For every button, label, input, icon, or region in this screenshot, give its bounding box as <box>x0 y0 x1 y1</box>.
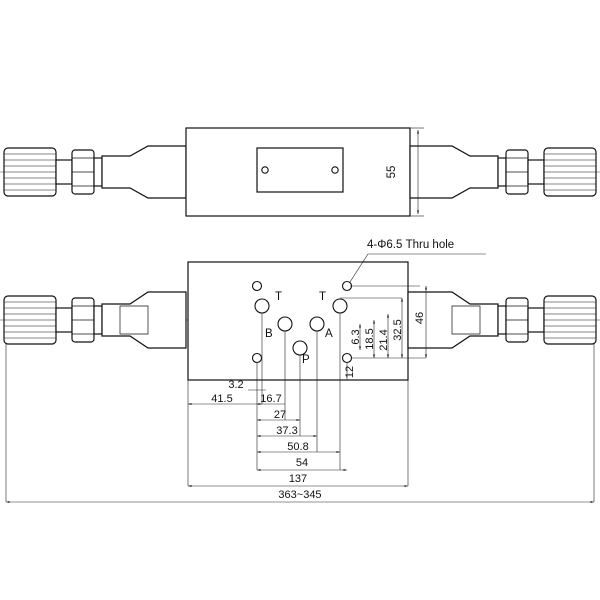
dim-41-5: 41.5 <box>211 393 232 405</box>
height-label: 55 <box>386 166 398 179</box>
port-t-left <box>254 298 270 314</box>
dim-32-5: 32.5 <box>392 319 404 340</box>
mounting-hole-bottom-left <box>251 352 263 364</box>
lower-right-slot <box>451 305 481 335</box>
dim-50-8: 50.8 <box>287 441 308 453</box>
port-label-t-left: T <box>275 291 282 303</box>
upper-left-taper <box>101 145 187 199</box>
nameplate-screw-left <box>261 166 269 174</box>
lower-right-knob <box>497 295 597 345</box>
lower-central-body <box>187 261 409 381</box>
thru-hole-callout: 4-Φ6.5 Thru hole <box>349 239 486 283</box>
mounting-hole-top-left <box>251 280 263 292</box>
port-a <box>309 316 325 332</box>
nameplate-screw-right <box>331 166 339 174</box>
upper-left-knob <box>3 147 103 197</box>
port-p <box>292 340 308 356</box>
port-label-a: A <box>325 328 333 340</box>
port-b <box>277 316 293 332</box>
dim-3-2: 3.2 <box>228 379 243 391</box>
upper-right-taper <box>409 145 499 199</box>
lower-view: T T B A P 4-Φ6.5 Thru hole 6.3 18.5 21.4 <box>0 239 600 504</box>
dim-18-5: 18.5 <box>364 328 376 349</box>
dim-overall-length: 363~345 <box>278 489 321 501</box>
nameplate <box>256 147 344 193</box>
dim-54: 54 <box>296 457 308 469</box>
dim-37-3: 37.3 <box>276 425 297 437</box>
upper-view: 55 <box>0 127 600 217</box>
dim-21-4: 21.4 <box>378 329 390 350</box>
horizontal-dimensions: 3.2 41.5 16.7 27 37.3 50.8 54 137 363~34 <box>6 379 594 504</box>
dim-height-55: 55 <box>386 127 424 217</box>
lower-left-taper <box>101 291 187 349</box>
mounting-hole-bottom-right <box>341 352 353 364</box>
port-t-right <box>332 298 348 314</box>
horizontal-dimension-extensions <box>5 313 595 502</box>
lower-left-knob <box>3 295 103 345</box>
dim-27: 27 <box>274 409 286 421</box>
port-label-t-right: T <box>319 291 326 303</box>
port-label-b: B <box>265 328 273 340</box>
vertical-dimensions: 6.3 18.5 21.4 32.5 46 12 <box>340 285 428 380</box>
lower-left-slot <box>119 305 149 335</box>
port-label-p: P <box>302 354 310 366</box>
dim-46: 46 <box>414 312 426 324</box>
upper-right-knob <box>497 147 597 197</box>
dim-137: 137 <box>289 473 307 485</box>
dim-16-7: 16.7 <box>260 393 281 405</box>
dim-6-3: 6.3 <box>350 329 362 344</box>
thru-hole-label: 4-Φ6.5 Thru hole <box>367 239 454 251</box>
dim-12: 12 <box>344 366 356 378</box>
